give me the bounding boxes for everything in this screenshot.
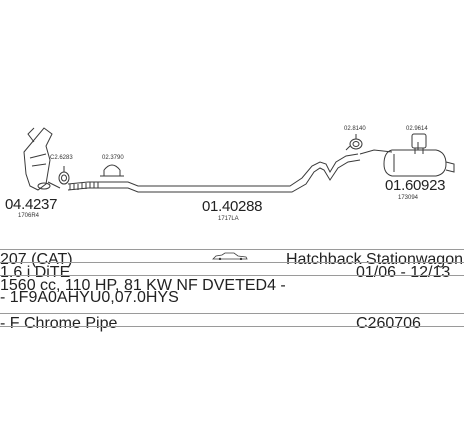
catalyst-drawing	[23, 127, 61, 191]
vehicle-row-engine: 1.6 i DiTE 01/06 - 12/13	[0, 262, 464, 281]
exhaust-diagram	[23, 127, 455, 193]
clamp-drawing	[100, 164, 124, 177]
rear-silencer-part-number: 01.60923	[385, 177, 446, 194]
rear-silencer-drawing	[359, 142, 455, 177]
table-bottom-divider	[0, 326, 464, 327]
catalyst-part-number: 04.4237	[5, 196, 58, 213]
middle-pipe-part-number: 01.40288	[202, 198, 263, 215]
fitting-code: C260706	[356, 315, 421, 332]
middle-pipe-drawing	[67, 153, 361, 193]
rubber-3-part-number: 02.9614	[406, 126, 428, 132]
rubber-2-part-number: 02.8140	[344, 126, 366, 132]
vehicle-codes: - 1F9A0AHYU0,07.0HYS	[0, 289, 179, 306]
fitting-label: - F Chrome Pipe	[0, 315, 118, 332]
rubber-mounts-drawing	[345, 133, 427, 154]
vehicle-engine: 1.6 i DiTE	[0, 264, 71, 281]
gasket-part-number: C2.6283	[50, 155, 73, 161]
vehicle-model: 207 (CAT)	[0, 251, 73, 268]
vehicle-row-codes: - 1F9A0AHYU0,07.0HYS	[0, 288, 464, 306]
middle-pipe-code: 1717LA	[218, 216, 239, 222]
catalyst-code: 1706R4	[18, 213, 40, 219]
rear-silencer-code: 173094	[398, 195, 419, 201]
gasket-drawing	[58, 166, 70, 185]
vehicle-years: 01/06 - 12/13	[356, 264, 451, 281]
vehicle-row-model: 207 (CAT) Hatchback Stationwagon	[0, 249, 464, 268]
vehicle-row-spec: 1560 cc, 110 HP, 81 KW NF DVETED4 -	[0, 275, 464, 294]
clamp-part-number: 02.3790	[102, 155, 124, 161]
vehicle-body: Hatchback Stationwagon	[286, 251, 463, 268]
vehicle-row-fitting: - F Chrome Pipe C260706	[0, 313, 464, 332]
vehicle-spec: 1560 cc, 110 HP, 81 KW NF DVETED4 -	[0, 277, 286, 294]
car-silhouette-icon	[212, 252, 248, 260]
